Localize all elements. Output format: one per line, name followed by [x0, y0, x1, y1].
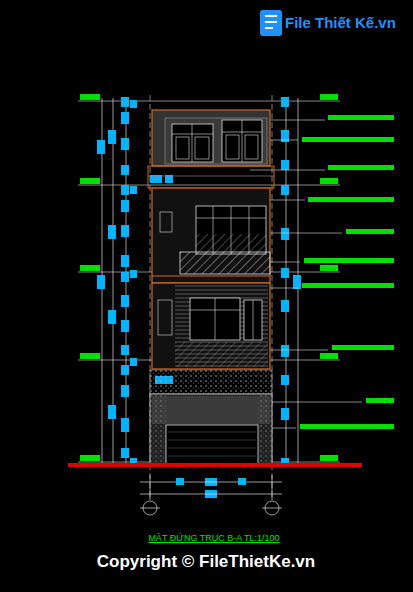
logo-text: File Thiết Kế.vn	[285, 14, 396, 31]
watermark: Copyright © FileThietKe.vn	[97, 552, 315, 572]
drawing-caption: MẶT ĐỨNG TRỤC B-A TL:1/100	[148, 533, 279, 543]
